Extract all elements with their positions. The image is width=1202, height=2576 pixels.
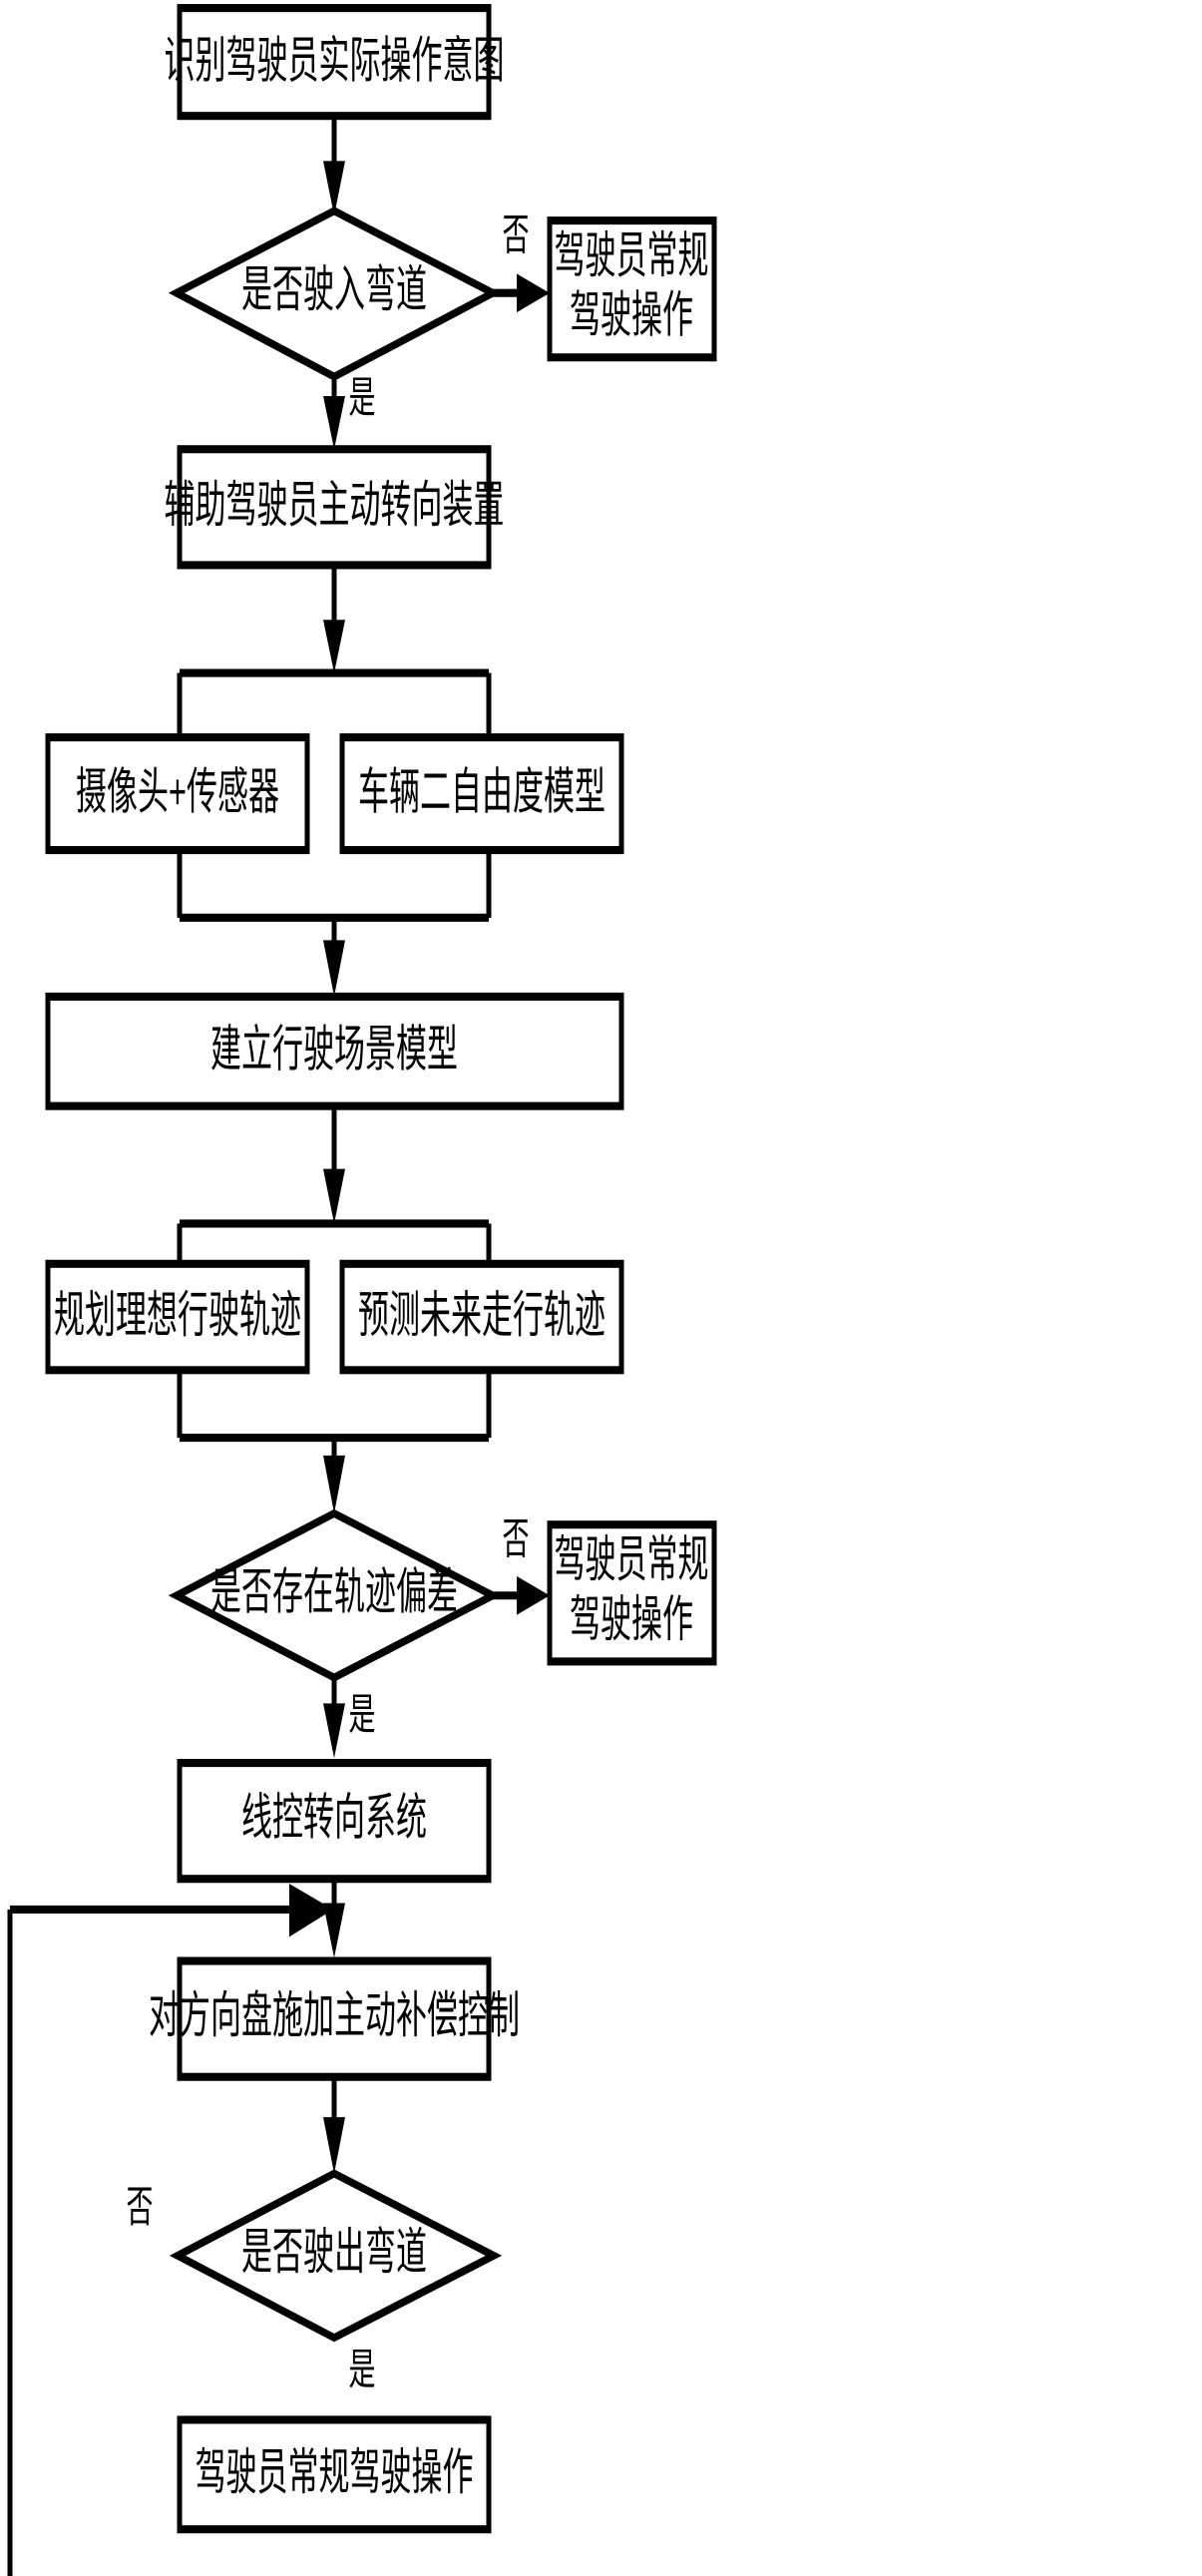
node-normal-drive-b[interactable]: [547, 1520, 717, 1666]
node-normal-drive-a[interactable]: [547, 216, 717, 362]
node-assist-steering-label: 辅助驾驶员主动转向装置: [165, 476, 505, 532]
arrowhead-enter-curve-no: [517, 273, 550, 313]
node-camera-sensor[interactable]: [45, 733, 310, 855]
node-deviation-label: 是否存在轨迹偏差: [210, 1563, 458, 1619]
node-normal-drive-a-line2: 驾驶操作: [570, 286, 693, 342]
node-identify-intent-label: 识别驾驶员实际操作意图: [165, 32, 505, 88]
arrowhead-enter-curve-yes: [323, 395, 345, 450]
node-plan-ideal-trajectory[interactable]: [45, 1259, 310, 1375]
node-plan-ideal-trajectory-label: 规划理想行驶轨迹: [54, 1286, 301, 1342]
arrowhead-deviation-no: [517, 1575, 550, 1615]
node-normal-drive-b-line1: 驾驶员常规: [555, 1530, 709, 1586]
node-vehicle-model[interactable]: [339, 733, 624, 855]
node-enter-curve-label: 是否驶入弯道: [241, 260, 427, 316]
node-normal-drive-c[interactable]: [177, 2415, 492, 2534]
arrowhead-deviation-yes: [323, 1703, 345, 1759]
arrowhead-feedback-loop-join: [289, 1884, 333, 1937]
node-steer-by-wire[interactable]: [177, 1759, 492, 1884]
node-steer-by-wire-label: 线控转向系统: [241, 1789, 427, 1845]
node-exit-curve-decision[interactable]: [169, 2169, 503, 2343]
arrowhead-merge-to-deviation: [323, 1455, 345, 1513]
node-enter-curve-decision[interactable]: [168, 207, 502, 381]
node-compensation-control[interactable]: [177, 1956, 492, 2081]
arrowhead-steer-to-compensation: [323, 1903, 345, 1958]
arrowhead-scene-model-to-split: [323, 1168, 345, 1224]
node-normal-drive-a-line1: 驾驶员常规: [555, 226, 709, 282]
edge-label-enter-curve-no: 否: [503, 211, 530, 259]
arrowhead-assist-to-split: [323, 620, 345, 673]
edge-label-enter-curve-yes: 是: [349, 373, 376, 422]
arrowhead-merge-to-scene-model: [323, 940, 345, 997]
node-camera-sensor-label: 摄像头+传感器: [76, 763, 279, 819]
edge-label-exit-curve-no: 否: [127, 2183, 154, 2232]
node-deviation-decision[interactable]: [168, 1508, 502, 1682]
node-exit-curve-label: 是否驶出弯道: [241, 2223, 427, 2279]
arrowhead-identify-to-enter-curve: [323, 161, 345, 216]
node-predict-future-trajectory-label: 预测未来走行轨迹: [358, 1286, 605, 1342]
node-normal-drive-b-line2: 驾驶操作: [570, 1590, 693, 1646]
edge-label-deviation-no: 否: [503, 1514, 530, 1563]
arrowhead-compensation-to-exit-curve: [323, 2117, 345, 2174]
node-scene-model-label: 建立行驶场景模型: [210, 1021, 458, 1076]
node-compensation-control-label: 对方向盘施加主动补偿控制: [149, 1986, 520, 2042]
edge-label-exit-curve-yes: 是: [349, 2346, 376, 2394]
node-predict-future-trajectory[interactable]: [339, 1259, 624, 1375]
node-assist-steering[interactable]: [177, 445, 492, 570]
node-vehicle-model-label: 车辆二自由度模型: [358, 763, 605, 819]
node-normal-drive-c-label: 驾驶员常规驾驶操作: [196, 2443, 474, 2499]
node-identify-intent[interactable]: [177, 4, 492, 121]
node-scene-model[interactable]: [45, 992, 624, 1110]
edge-label-deviation-yes: 是: [349, 1690, 376, 1739]
